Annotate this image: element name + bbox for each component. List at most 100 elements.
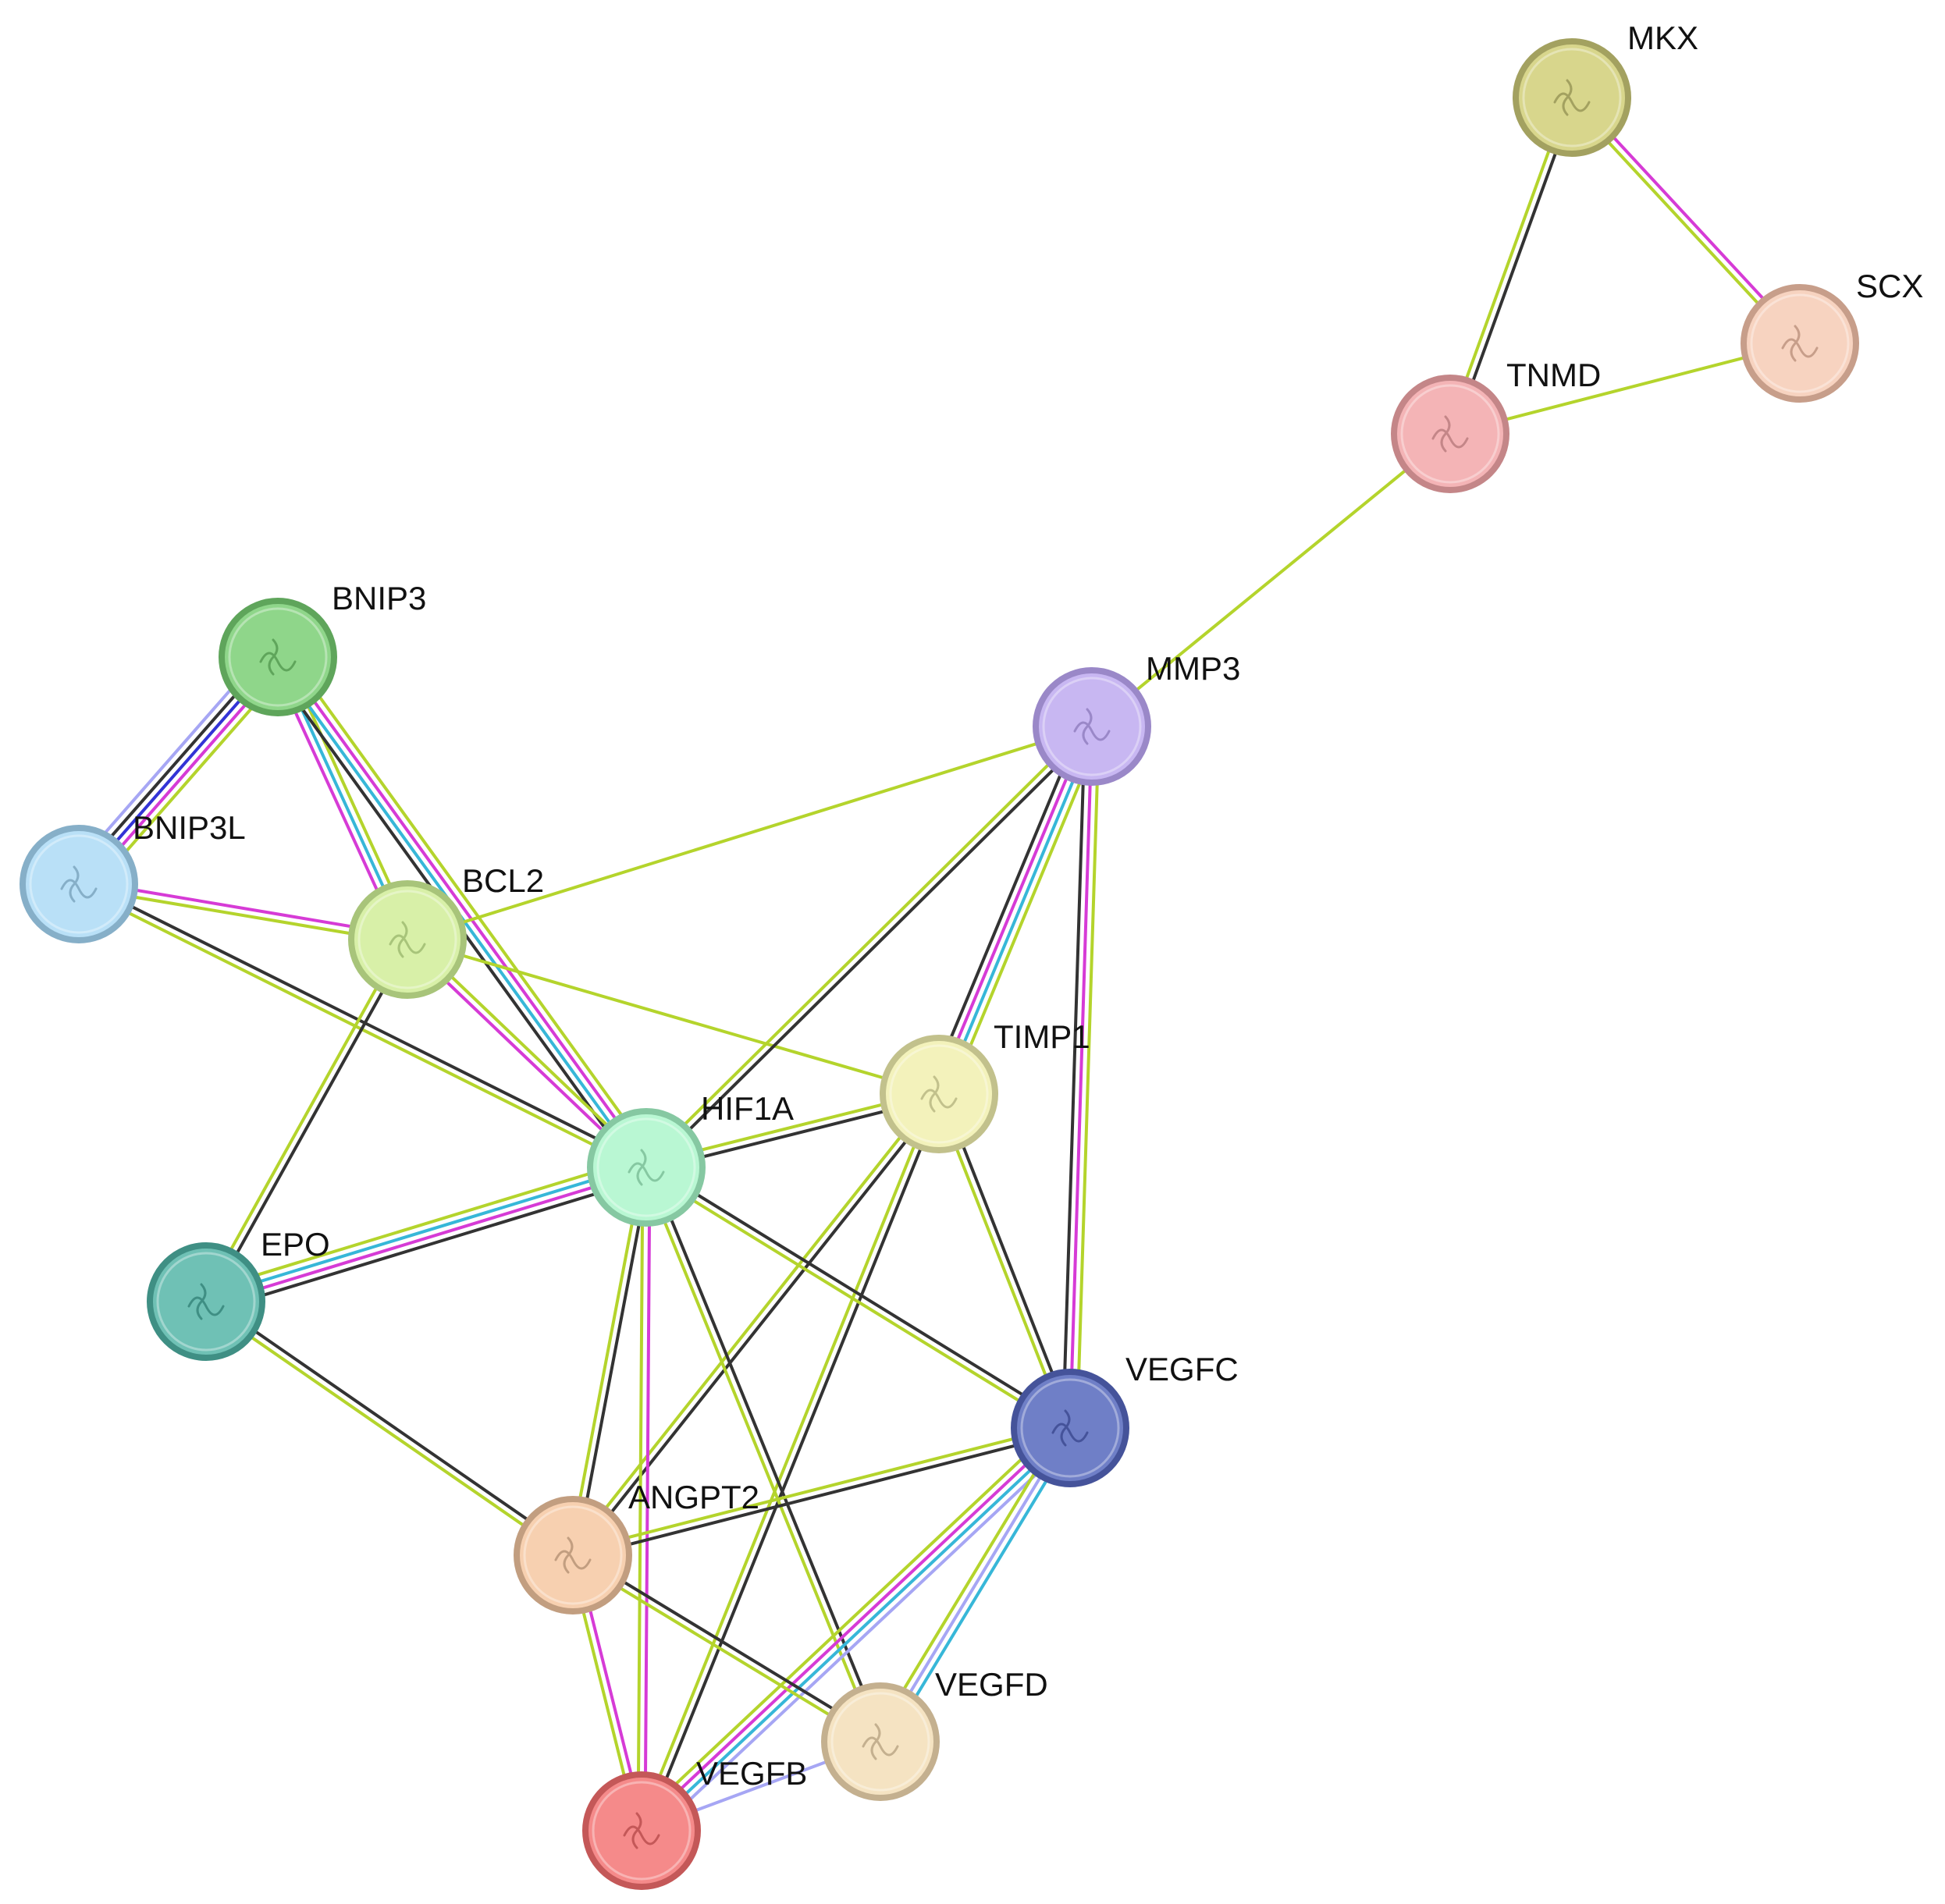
node-epo[interactable] <box>147 1242 265 1361</box>
node-tnmd[interactable] <box>1391 375 1509 493</box>
node-circle[interactable] <box>20 825 138 943</box>
node-circle[interactable] <box>582 1771 701 1890</box>
node-scx[interactable] <box>1741 284 1859 403</box>
edge-line-textmining <box>567 1165 645 1557</box>
node-timp1[interactable] <box>880 1035 998 1153</box>
edge-line-experiments <box>637 1423 1069 1830</box>
edge-vegfc-angpt2 <box>570 1423 1073 1561</box>
edge-line-textmining <box>636 1165 645 1832</box>
edge-mmp3-timp1 <box>927 720 1104 1100</box>
edge-line-textmining <box>202 1302 573 1560</box>
node-circle[interactable] <box>147 1242 265 1361</box>
node-circle[interactable] <box>514 1496 632 1614</box>
edge-line-textmining <box>947 729 1104 1100</box>
protein-structure-icon <box>1781 325 1819 362</box>
node-circle[interactable] <box>219 598 337 716</box>
node-inner-ring <box>596 1117 696 1217</box>
edge-line-coexpression <box>207 940 412 1305</box>
edge-line-textmining <box>284 649 656 1163</box>
protein-structure-icon <box>1431 415 1469 453</box>
node-circle[interactable] <box>1741 284 1859 403</box>
protein-structure-icon <box>259 638 297 676</box>
node-label-mmp3: MMP3 <box>1146 650 1240 687</box>
edge-line-coexpression <box>643 1093 944 1834</box>
node-angpt2[interactable] <box>514 1496 632 1614</box>
node-circle[interactable] <box>1011 1369 1129 1487</box>
node-circle[interactable] <box>1033 667 1151 786</box>
edge-line-textmining <box>642 1168 1070 1433</box>
edge-line-textmining <box>933 1093 1069 1431</box>
edge-line-coexpression <box>1452 97 1577 437</box>
node-label-vegfc: VEGFC <box>1125 1351 1239 1387</box>
node-bnip3[interactable] <box>219 598 337 716</box>
node-mmp3[interactable] <box>1033 667 1151 786</box>
protein-structure-icon <box>862 1723 899 1760</box>
node-bnip3l[interactable] <box>20 825 138 943</box>
edge-line-experiments <box>205 1169 649 1307</box>
node-inner-ring <box>592 1781 692 1881</box>
node-inner-ring <box>1042 677 1142 776</box>
node-mkx[interactable] <box>1513 38 1631 157</box>
node-inner-ring <box>523 1505 623 1605</box>
edge-timp1-vegfc <box>933 1091 1076 1431</box>
node-circle[interactable] <box>587 1108 706 1227</box>
node-circle[interactable] <box>1391 375 1509 493</box>
node-hif1a[interactable] <box>587 1108 706 1227</box>
edge-line-coexpression <box>572 1430 1073 1561</box>
node-label-bcl2: BCL2 <box>462 862 544 899</box>
edge-tnmd-mmp3 <box>1090 432 1452 728</box>
edge-line-textmining <box>406 725 1093 941</box>
edge-line-coexpression <box>574 1166 652 1558</box>
protein-structure-icon <box>1553 79 1591 116</box>
edge-line-textmining <box>1449 342 1801 435</box>
edge-line-databases <box>940 726 1097 1097</box>
edge-hif1a-vegfb <box>636 1165 652 1833</box>
edge-line-textmining <box>1445 94 1570 435</box>
node-label-vegfd: VEGFD <box>935 1666 1048 1703</box>
node-inner-ring <box>1522 48 1622 147</box>
node-inner-ring <box>29 834 129 934</box>
edge-line-experiments <box>1069 725 1093 1430</box>
node-circle[interactable] <box>1513 38 1631 157</box>
node-circle[interactable] <box>348 880 467 999</box>
node-label-tnmd: TNMD <box>1506 357 1601 393</box>
node-label-timp1: TIMP1 <box>994 1018 1090 1055</box>
node-vegfc[interactable] <box>1011 1369 1129 1487</box>
edge-bnip3-hif1a <box>268 649 656 1175</box>
node-circle[interactable] <box>821 1682 940 1801</box>
node-vegfb[interactable] <box>582 1771 701 1890</box>
edge-epo-angpt2 <box>202 1297 577 1560</box>
edge-line-textmining <box>641 1167 879 1745</box>
node-bcl2[interactable] <box>348 880 467 999</box>
protein-structure-icon <box>187 1283 225 1320</box>
edge-line-textmining <box>568 1090 938 1555</box>
edge-vegfc-vegfd <box>873 1423 1078 1747</box>
protein-structure-icon <box>1073 708 1111 745</box>
edge-line-textmining <box>1090 432 1452 728</box>
node-inner-ring <box>830 1692 930 1792</box>
protein-structure-icon <box>60 865 98 903</box>
node-circle[interactable] <box>880 1035 998 1153</box>
edge-line-textmining <box>1075 725 1101 1430</box>
edge-hif1a-epo <box>201 1156 651 1313</box>
node-label-scx: SCX <box>1856 268 1923 304</box>
node-label-bnip3l: BNIP3L <box>133 809 246 846</box>
edge-vegfc-vegfb <box>632 1419 1079 1840</box>
edge-line-coexpression <box>206 1297 577 1554</box>
node-vegfd[interactable] <box>821 1682 940 1801</box>
edge-line-coexpression <box>927 720 1084 1092</box>
edge-line-databases <box>884 1430 1078 1747</box>
edge-bcl2-mmp3 <box>406 725 1093 941</box>
edge-bcl2-epo <box>201 936 412 1305</box>
edge-line-textmining <box>201 936 407 1302</box>
edge-line-homology <box>647 1433 1079 1840</box>
edge-line-textmining <box>406 938 940 1096</box>
edge-line-textmining <box>569 1556 880 1746</box>
edge-line-coexpression <box>647 727 1097 1172</box>
node-inner-ring <box>156 1252 256 1352</box>
edge-line-textmining <box>873 1423 1066 1740</box>
node-inner-ring <box>228 607 328 707</box>
edge-hif1a-vegfc <box>642 1163 1074 1433</box>
edge-line-homology <box>879 1426 1072 1743</box>
